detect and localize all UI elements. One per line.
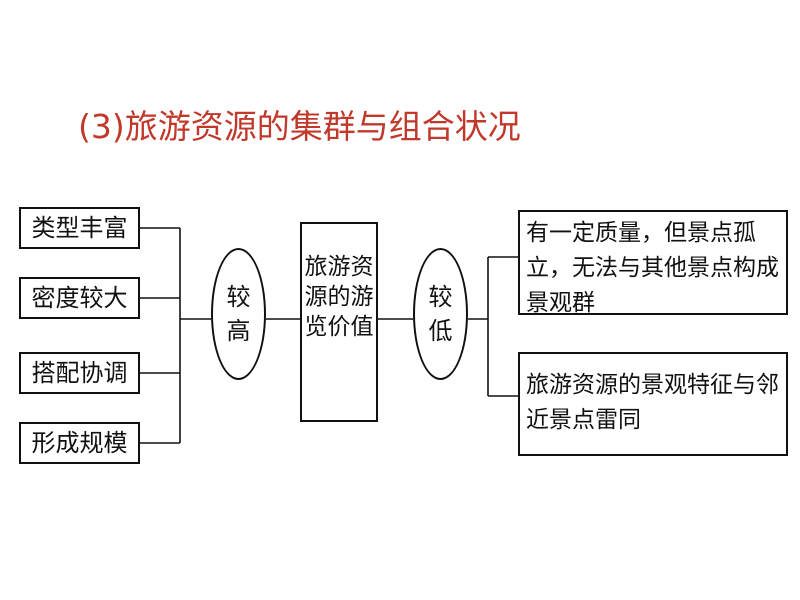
condition-box-density-high: 密度较大: [19, 277, 140, 319]
low-label: 较低: [428, 283, 453, 345]
low-reason-box-isolated: 有一定质量，但景点孤立，无法与其他景点构成景观群: [518, 210, 788, 316]
high-ellipse: 较高: [211, 248, 266, 380]
diagram-title: (3)旅游资源的集群与组合状况: [78, 107, 521, 146]
low-reason-box-similar: 旅游资源的景观特征与邻近景点雷同: [518, 352, 788, 456]
tour-value-box: 旅游资源的游览价值: [300, 222, 378, 422]
condition-box-scale: 形成规模: [19, 422, 140, 464]
high-label: 较高: [226, 283, 251, 345]
low-ellipse: 较低: [413, 248, 468, 380]
condition-box-coordination: 搭配协调: [19, 352, 140, 394]
condition-box-type-rich: 类型丰富: [19, 207, 140, 249]
